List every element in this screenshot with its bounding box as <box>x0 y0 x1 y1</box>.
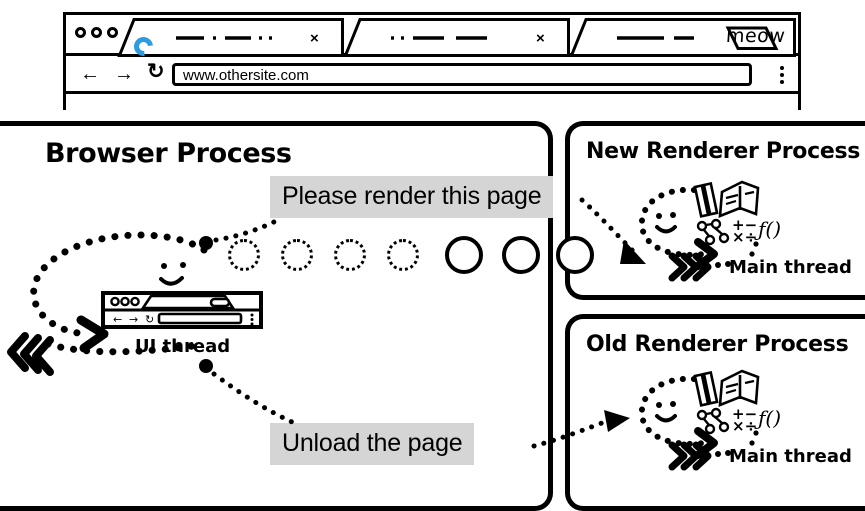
window-control-minimize-icon[interactable] <box>91 27 102 38</box>
outgoing-chevrons-old <box>668 441 731 471</box>
navigation-bar: ← → ↻ www.othersite.com <box>66 56 798 94</box>
main-thread-label-new: Main thread <box>729 257 852 278</box>
tab-2[interactable]: × <box>343 17 570 57</box>
ipc-circle-dotted-3 <box>334 239 366 271</box>
panel-title-browser-process: Browser Process <box>45 138 292 169</box>
arrow-render-to-new-renderer <box>579 197 646 264</box>
ipc-circle-solid-2 <box>502 236 540 274</box>
render-message-origin-dot <box>199 217 281 250</box>
unload-message-origin-dot <box>199 359 295 425</box>
svg-text:×÷: ×÷ <box>732 228 757 246</box>
ipc-circle-solid-3 <box>556 236 594 274</box>
svg-text:ƒ(): ƒ() <box>754 406 781 430</box>
browser-menu-icon[interactable] <box>780 66 784 84</box>
main-thread-icon: +− ×÷ ƒ() <box>693 369 781 446</box>
incoming-chevrons-icon <box>7 332 54 376</box>
tab-active[interactable]: × <box>117 17 344 57</box>
message-render-page: Please render this page <box>270 176 554 218</box>
browser-window: × × × <box>63 12 801 113</box>
svg-text:+−: +− <box>732 405 757 423</box>
outgoing-chevrons-new <box>668 252 731 282</box>
tab-strip: × × × <box>66 15 798 60</box>
browser-viewport <box>66 94 798 113</box>
new-tab-button[interactable] <box>725 17 787 56</box>
ipc-circle-solid-1 <box>445 236 483 274</box>
forward-button-icon[interactable]: → <box>114 63 134 85</box>
svg-text:←: ← <box>113 313 122 326</box>
ipc-circle-dotted-1 <box>228 239 260 271</box>
tab-close-icon[interactable]: × <box>536 30 545 47</box>
window-controls[interactable] <box>75 27 118 38</box>
ui-thread-loop-arrow <box>30 231 208 356</box>
ui-thread-label: UI thread <box>135 336 231 357</box>
window-control-maximize-icon[interactable] <box>107 27 118 38</box>
arrow-unload-to-old-renderer <box>531 410 630 449</box>
svg-text:→: → <box>129 313 138 326</box>
browser-brand-label: meow <box>724 25 786 47</box>
window-control-close-icon[interactable] <box>75 27 86 38</box>
svg-text:ƒ(): ƒ() <box>754 217 781 241</box>
main-thread-icon: +− ×÷ ƒ() <box>693 180 781 257</box>
address-bar[interactable]: www.othersite.com <box>172 63 752 86</box>
back-button-icon[interactable]: ← <box>80 63 100 85</box>
message-unload-page: Unload the page <box>270 423 475 465</box>
panel-title-new-renderer: New Renderer Process <box>586 139 861 164</box>
ui-thread-smiley-icon <box>159 262 186 286</box>
ipc-circle-dotted-4 <box>387 239 419 271</box>
svg-text:×÷: ×÷ <box>732 417 757 435</box>
address-bar-value: www.othersite.com <box>183 67 309 84</box>
tab-close-icon[interactable]: × <box>310 30 319 47</box>
svg-text:↻: ↻ <box>145 313 154 326</box>
panel-title-old-renderer: Old Renderer Process <box>586 332 849 357</box>
ipc-circle-dotted-2 <box>281 239 313 271</box>
main-thread-label-old: Main thread <box>729 446 852 467</box>
svg-text:+−: +− <box>732 216 757 234</box>
browser-window-icon: ← → ↻ <box>101 291 263 329</box>
reload-button-icon[interactable]: ↻ <box>147 60 165 83</box>
